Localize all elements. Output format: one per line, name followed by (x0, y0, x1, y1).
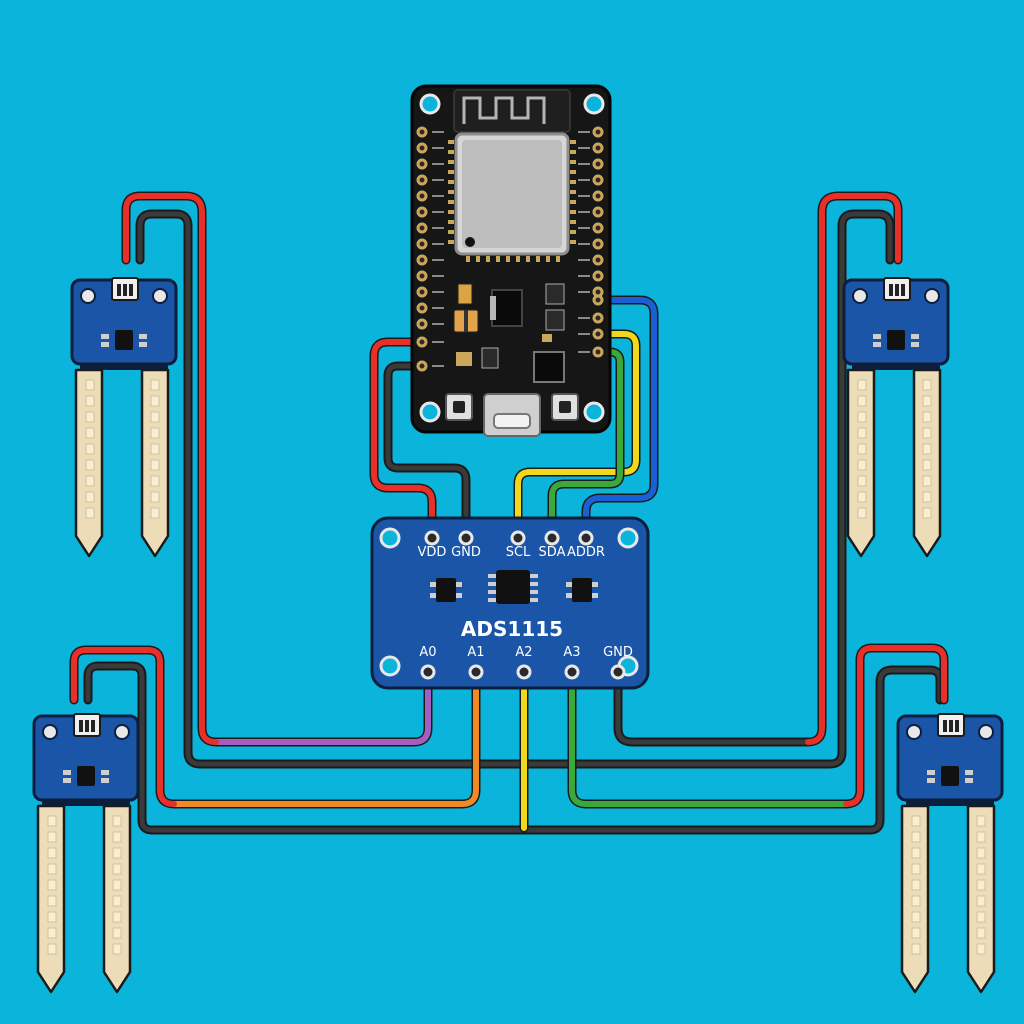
pin-label-a3: A3 (563, 645, 580, 660)
esp32-board (410, 84, 612, 437)
boot-button[interactable] (445, 393, 473, 421)
pin-label-addr: ADDR (567, 545, 605, 560)
soil-sensor-bottom-right (896, 712, 1004, 994)
pin-label-sda: SDA (539, 545, 566, 560)
pin-label-gnd-bottom: GND (603, 645, 633, 660)
pin-label-scl: SCL (506, 545, 531, 560)
soil-sensor-top-right (842, 276, 950, 558)
soil-sensor-bottom-left (32, 712, 140, 994)
ads1115-top-header (424, 530, 594, 546)
wires (69, 191, 949, 835)
pin-label-a0: A0 (419, 645, 436, 660)
pin-label-vdd: VDD (418, 545, 447, 560)
ads1115-module: VDD GND SCL SDA ADDR ADS1115 A0 A1 A2 A3 (370, 516, 650, 690)
pin-label-gnd-top: GND (451, 545, 481, 560)
reset-button[interactable] (551, 393, 579, 421)
ads1115-title: ADS1115 (461, 617, 563, 641)
usb-port (483, 393, 541, 437)
esp32-right-header (592, 126, 604, 358)
esp32-left-header (416, 126, 428, 372)
ads1115-bottom-header (420, 664, 626, 680)
ads1115-chip (496, 570, 530, 604)
pin-label-a1: A1 (467, 645, 484, 660)
soil-sensor-top-left (70, 276, 178, 558)
pin-label-a2: A2 (515, 645, 532, 660)
antenna-trace (462, 96, 546, 124)
